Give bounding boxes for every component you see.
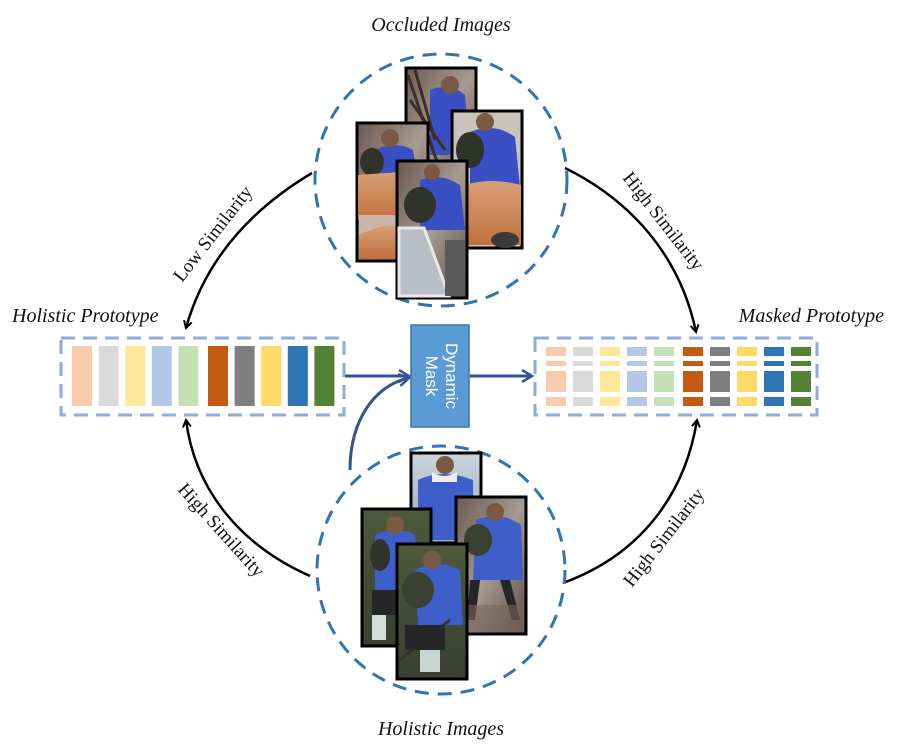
masked-prototype-bar-segment [546, 361, 566, 366]
occluded-images-title: Occluded Images [371, 14, 511, 36]
holistic-prototype-bar [287, 346, 308, 406]
masked-prototype-bar-segment [683, 347, 703, 356]
low-similarity-label: Low Similarity [169, 182, 257, 286]
masked-prototype-bar-segment [600, 397, 620, 406]
masked-prototype-bar-segment [791, 347, 811, 356]
masked-prototype-bar-segment [791, 397, 811, 406]
holistic-images-circle [315, 444, 567, 696]
holistic-prototype-bar [261, 346, 282, 406]
holistic-prototype-bar [72, 346, 92, 406]
holistic-prototype-bars [72, 346, 335, 406]
masked-prototype-bar-segment [573, 397, 593, 406]
occluded-image-4 [395, 159, 469, 300]
masked-prototype-bar-segment [791, 371, 811, 392]
masked-prototype-bar-segment [710, 371, 730, 392]
high-similarity-label-bottom-right: High Similarity [619, 484, 709, 591]
masked-prototype-bar-segment [764, 371, 784, 392]
masked-prototype-bar-segment [683, 371, 703, 392]
masked-prototype-bar-segment [573, 361, 593, 366]
holistic-images-to-mask-arrow [348, 378, 409, 471]
masked-prototype-bar-segment [710, 347, 730, 356]
masked-prototype-bar-segment [737, 361, 757, 366]
masked-prototype-bar-segment [654, 397, 674, 406]
dynamic-mask-label-line2: Mask [422, 356, 441, 397]
holistic-prototype-title: Holistic Prototype [11, 305, 159, 327]
masked-prototype-bar-segment [654, 347, 674, 356]
holistic-prototype-bar [178, 346, 199, 406]
high-similarity-arrow-top-right [564, 166, 696, 332]
masked-prototype-bar-segment [737, 397, 757, 406]
masked-prototype-bar-segment [627, 361, 647, 366]
high-similarity-label-bottom-left: High Similarity [173, 479, 268, 582]
masked-prototype-bar-segment [737, 371, 757, 392]
occluded-images-group [355, 66, 524, 300]
high-similarity-arrow-bottom-left [186, 420, 311, 578]
masked-prototype-bar-segment [683, 361, 703, 366]
masked-prototype-title: Masked Prototype [738, 305, 884, 327]
masked-prototype-bar-segment [546, 397, 566, 406]
masked-prototype-bar-segment [764, 361, 784, 366]
masked-prototype-bar-segment [710, 397, 730, 406]
masked-prototype-bar-segment [737, 347, 757, 356]
dynamic-mask-block: Dynamic Mask [410, 324, 470, 428]
masked-prototype-bar-segment [654, 371, 674, 392]
holistic-prototype-bar [98, 346, 119, 406]
masked-prototype-bar-segment [683, 397, 703, 406]
low-similarity-arrow [186, 171, 313, 328]
masked-prototype-bar-segment [600, 371, 620, 392]
masked-prototype-bar-segment [627, 371, 647, 392]
masked-prototype-bar-segment [764, 347, 784, 356]
holistic-image-4 [395, 542, 469, 681]
holistic-images-group [360, 451, 528, 681]
masked-prototype-bar-segment [573, 371, 593, 392]
high-similarity-arrow-bottom-right [562, 420, 697, 585]
holistic-prototype-bar [151, 346, 172, 406]
masked-prototype-bar-segment [546, 347, 566, 356]
holistic-prototype-bar [208, 346, 228, 406]
masked-prototype-bar-segment [791, 361, 811, 366]
masked-prototype-bar-segment [627, 397, 647, 406]
masked-prototype-bar-segment [600, 347, 620, 356]
masked-prototype-bar-segment [546, 371, 566, 392]
holistic-prototype-bar [234, 346, 255, 406]
occluded-images-circle [313, 52, 569, 308]
holistic-images-title: Holistic Images [377, 718, 504, 740]
masked-prototype-bar-segment [627, 347, 647, 356]
masked-prototype-bar-segment [654, 361, 674, 366]
masked-prototype-bars [546, 347, 811, 406]
high-similarity-label-top-right: High Similarity [618, 168, 708, 275]
holistic-prototype-bar [125, 346, 146, 406]
holistic-prototype-bar [314, 346, 335, 406]
masked-prototype-bar-segment [600, 361, 620, 366]
masked-prototype-bar-segment [764, 397, 784, 406]
masked-prototype-bar-segment [573, 347, 593, 356]
dynamic-mask-label-line1: Dynamic [442, 343, 461, 410]
masked-prototype-bar-segment [710, 361, 730, 366]
